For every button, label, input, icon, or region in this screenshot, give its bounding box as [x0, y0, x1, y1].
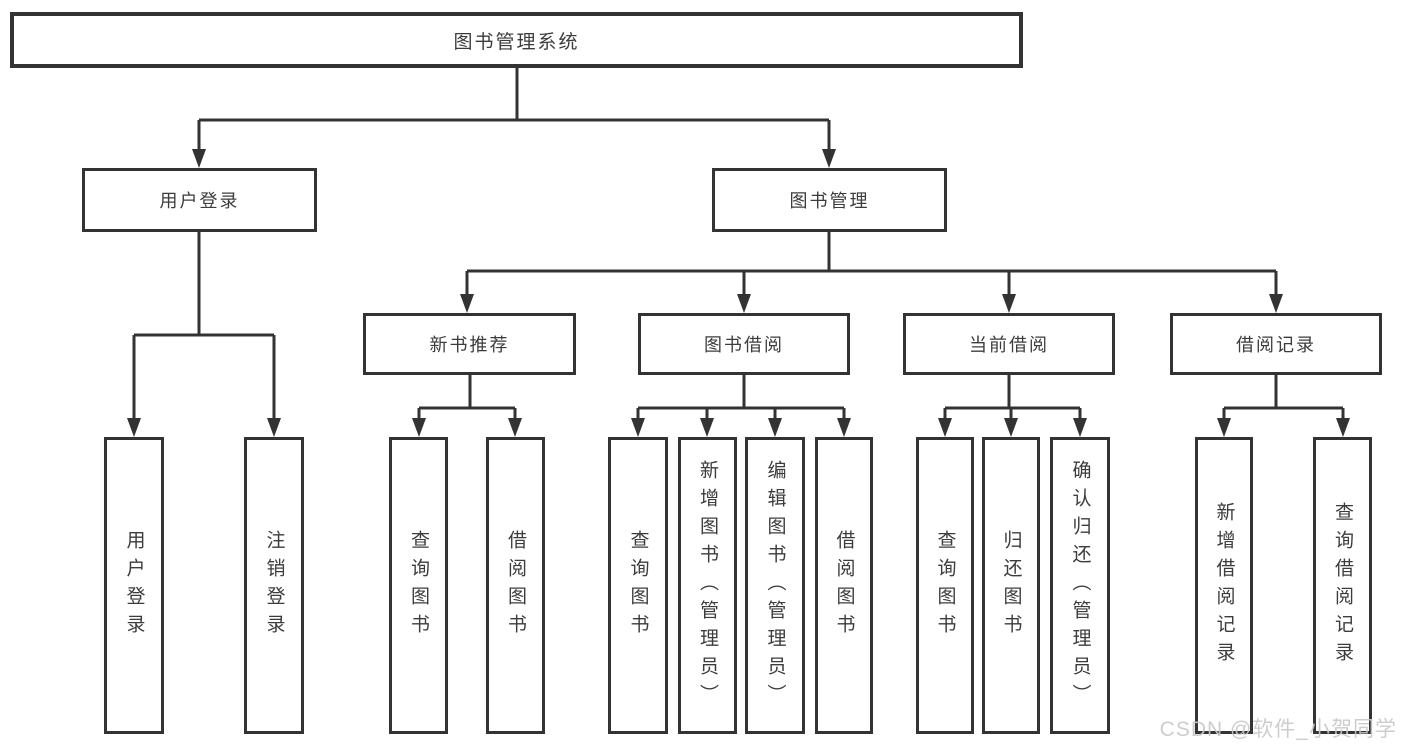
- arrowhead: [837, 418, 851, 437]
- leaf-user-login: 用户登录: [104, 437, 164, 734]
- node-borrow-records: 借阅记录: [1170, 313, 1382, 375]
- arrowhead: [412, 418, 426, 437]
- leaf-query-books-borrow: 查询图书: [608, 437, 668, 734]
- leaf-query-books-current: 查询图书: [916, 437, 974, 734]
- arrowhead: [508, 418, 522, 437]
- connector-borrow-records: [1222, 375, 1345, 421]
- node-library-management-system: 图书管理系统: [10, 12, 1023, 68]
- leaf-return-book: 归还图书: [982, 437, 1040, 734]
- leaf-borrow-books-recommend: 借阅图书: [486, 437, 545, 734]
- leaf-query-borrow-record: 查询借阅记录: [1313, 437, 1372, 734]
- arrowhead-group: [127, 149, 1350, 437]
- leaf-edit-book-admin: 编辑图书（管理员）: [745, 437, 805, 734]
- arrowhead: [127, 418, 141, 437]
- node-book-management: 图书管理: [712, 168, 947, 232]
- arrowhead: [1269, 294, 1283, 313]
- connector-line-group: [132, 68, 1345, 421]
- arrowhead: [737, 294, 751, 313]
- arrowhead: [460, 294, 474, 313]
- node-user-login-group: 用户登录: [82, 168, 317, 232]
- node-current-borrow: 当前借阅: [903, 313, 1115, 375]
- arrowhead: [1002, 294, 1016, 313]
- arrowhead: [768, 418, 782, 437]
- arrowhead: [631, 418, 645, 437]
- connector-book-borrow: [636, 375, 846, 421]
- connector-current-borrow: [943, 375, 1082, 421]
- leaf-add-borrow-record: 新增借阅记录: [1195, 437, 1253, 734]
- arrowhead: [267, 418, 281, 437]
- arrowhead: [1217, 418, 1231, 437]
- arrowhead: [938, 418, 952, 437]
- arrowhead: [1004, 418, 1018, 437]
- leaf-add-book-admin: 新增图书（管理员）: [678, 437, 737, 734]
- leaf-query-books-recommend: 查询图书: [389, 437, 448, 734]
- leaf-borrow-books: 借阅图书: [815, 437, 873, 734]
- node-new-book-recommend: 新书推荐: [363, 313, 576, 375]
- arrowhead: [1073, 418, 1087, 437]
- node-book-borrow: 图书借阅: [638, 313, 850, 375]
- arrowhead: [1336, 418, 1350, 437]
- connector-new-book-recommend: [417, 375, 517, 421]
- arrowhead: [700, 418, 714, 437]
- leaf-confirm-return-admin: 确认归还（管理员）: [1050, 437, 1110, 734]
- connector-root: [197, 68, 831, 152]
- leaf-logout: 注销登录: [244, 437, 304, 734]
- connector-user-login: [132, 232, 276, 421]
- arrowhead: [822, 149, 836, 168]
- connector-book-management: [465, 232, 1278, 297]
- arrowhead: [192, 149, 206, 168]
